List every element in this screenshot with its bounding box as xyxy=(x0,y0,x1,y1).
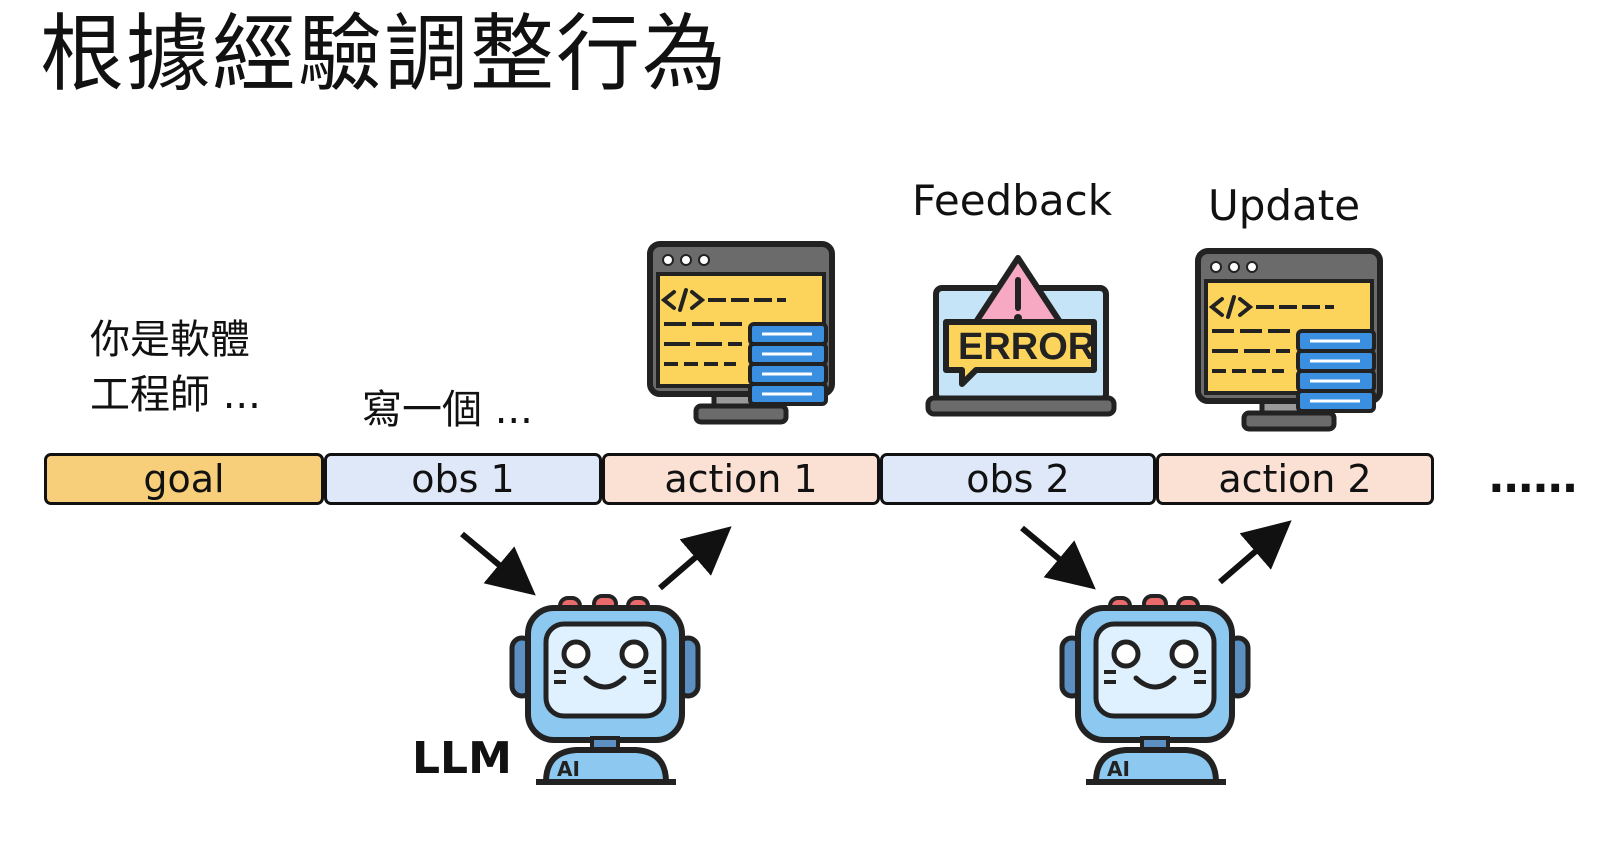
robot-icon xyxy=(509,594,701,785)
timeline-segment-action-1: action 1 xyxy=(602,453,880,505)
update-label: Update xyxy=(1208,181,1361,230)
error-text: ERROR xyxy=(958,326,1096,368)
goal-note-line1: 你是軟體 xyxy=(90,317,250,363)
robot-badge: AI xyxy=(1107,757,1130,781)
timeline-segment-obs-2: obs 2 xyxy=(880,453,1156,505)
error-laptop-icon xyxy=(925,255,1117,417)
goal-note: 你是軟體 工程師 ... xyxy=(90,313,261,423)
timeline-segment-goal: goal xyxy=(44,453,324,505)
segment-label: action 1 xyxy=(664,457,818,501)
feedback-label: Feedback xyxy=(912,176,1113,225)
segment-label: obs 2 xyxy=(966,457,1070,501)
page-title: 根據經驗調整行為 xyxy=(40,5,729,103)
timeline-segment-obs-1: obs 1 xyxy=(324,453,602,505)
code-monitor-icon xyxy=(647,241,835,425)
ellipsis: ...... xyxy=(1488,452,1578,503)
robot-badge: AI xyxy=(557,757,580,781)
robot-icon xyxy=(1059,594,1251,785)
code-monitor-icon xyxy=(1195,248,1383,432)
segment-label: goal xyxy=(143,457,225,501)
llm-label: LLM xyxy=(412,733,512,784)
timeline-segment-action-2: action 2 xyxy=(1156,453,1434,505)
obs-note: 寫一個 ... xyxy=(362,387,533,433)
goal-note-line2: 工程師 ... xyxy=(90,372,261,419)
segment-label: action 2 xyxy=(1218,457,1372,501)
segment-label: obs 1 xyxy=(411,457,515,501)
